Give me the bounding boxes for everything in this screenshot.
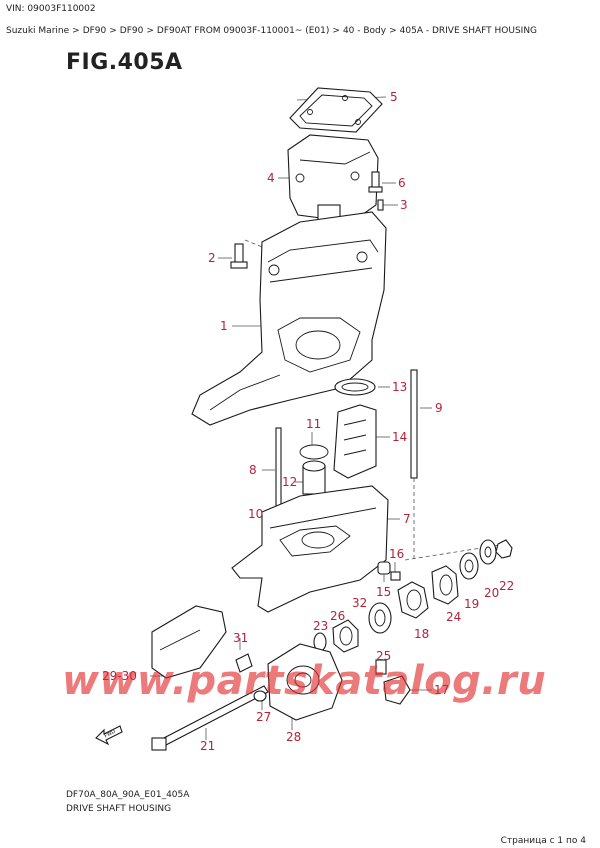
callout-label[interactable]: 1 bbox=[220, 319, 228, 333]
callout-label[interactable]: 21 bbox=[200, 739, 215, 753]
mount-part[interactable] bbox=[368, 602, 392, 634]
washer-part[interactable] bbox=[253, 690, 267, 702]
breadcrumb-separator: > bbox=[109, 26, 117, 36]
bolt-part[interactable] bbox=[368, 171, 383, 193]
figure-code: DF70A_80A_90A_E01_405A bbox=[66, 790, 190, 800]
seal-part[interactable] bbox=[334, 378, 376, 396]
callout-label[interactable]: 3 bbox=[400, 198, 408, 212]
mount-part[interactable] bbox=[383, 675, 411, 705]
callout-label[interactable]: 5 bbox=[390, 90, 398, 104]
lower-housing[interactable] bbox=[231, 485, 389, 613]
callout-label[interactable]: 25 bbox=[376, 649, 391, 663]
callout-label[interactable]: 23 bbox=[313, 619, 328, 633]
nut-part[interactable] bbox=[390, 571, 401, 581]
mount-rubber-part[interactable] bbox=[431, 565, 459, 605]
breadcrumb-item[interactable]: Suzuki Marine bbox=[6, 26, 70, 36]
callout-label[interactable]: 9 bbox=[435, 401, 443, 415]
callout-label[interactable]: 14 bbox=[392, 430, 407, 444]
callout-label[interactable]: 26 bbox=[330, 609, 345, 623]
breadcrumb-separator: > bbox=[389, 26, 397, 36]
callout-label[interactable]: 19 bbox=[464, 597, 479, 611]
callout-label[interactable]: 29-30 bbox=[102, 669, 137, 683]
callout-label[interactable]: 2 bbox=[208, 251, 216, 265]
gasket-part[interactable] bbox=[289, 87, 383, 133]
callout-label[interactable]: 16 bbox=[389, 547, 404, 561]
breadcrumb-separator: > bbox=[146, 26, 154, 36]
forward-arrow-icon: FWD bbox=[95, 725, 123, 746]
callout-label[interactable]: 7 bbox=[403, 512, 411, 526]
bolt-part[interactable] bbox=[230, 243, 248, 269]
callout-label[interactable]: 4 bbox=[267, 171, 275, 185]
washer-part[interactable] bbox=[479, 539, 497, 565]
through-bolt-part[interactable] bbox=[151, 685, 269, 751]
callout-label[interactable]: 12 bbox=[282, 475, 297, 489]
parts-diagram: FWD 5 4 6 3 2 1 13 9 11 14 8 12 10 7 16 … bbox=[95, 87, 514, 753]
breadcrumb-current: 405A - DRIVE SHAFT HOUSING bbox=[399, 26, 538, 36]
cover-plate-part[interactable] bbox=[333, 404, 377, 479]
callout-label[interactable]: 18 bbox=[414, 627, 429, 641]
breadcrumb-item[interactable]: DF90 bbox=[119, 26, 144, 36]
breadcrumb-item[interactable]: DF90AT FROM 09003F-110001~ (E01) bbox=[156, 26, 330, 36]
stud-part[interactable] bbox=[275, 427, 282, 507]
breadcrumb-separator: > bbox=[332, 26, 340, 36]
callout-label[interactable]: 6 bbox=[398, 176, 406, 190]
callout-label[interactable]: 24 bbox=[446, 610, 461, 624]
breadcrumb-item[interactable]: DF90 bbox=[82, 26, 107, 36]
callout-label[interactable]: 22 bbox=[499, 579, 514, 593]
forward-label: FWD bbox=[104, 729, 117, 740]
drive-shaft-housing[interactable] bbox=[191, 211, 387, 426]
callout-label[interactable]: 10 bbox=[248, 507, 263, 521]
callout-label[interactable]: 27 bbox=[256, 710, 271, 724]
callouts: 5 4 6 3 2 1 13 9 11 14 8 12 10 7 16 15 2… bbox=[102, 90, 514, 753]
nut-part[interactable] bbox=[495, 539, 513, 559]
bushing-part[interactable] bbox=[302, 460, 326, 495]
circlip-part[interactable] bbox=[299, 444, 329, 460]
bushing-part[interactable] bbox=[332, 619, 359, 653]
pagination: Страница с 1 по 4 bbox=[500, 836, 586, 846]
callout-label[interactable]: 28 bbox=[286, 730, 301, 744]
figure-description: DRIVE SHAFT HOUSING bbox=[66, 804, 172, 814]
breadcrumb-separator: > bbox=[72, 26, 80, 36]
callout-label[interactable]: 11 bbox=[306, 417, 321, 431]
pin-part[interactable] bbox=[377, 561, 391, 575]
stud-part[interactable] bbox=[410, 369, 418, 479]
breadcrumb: Suzuki Marine>DF90>DF90>DF90AT FROM 0900… bbox=[6, 26, 537, 36]
callout-label[interactable]: 15 bbox=[376, 585, 391, 599]
callout-label[interactable]: 20 bbox=[484, 586, 499, 600]
cover-part[interactable] bbox=[151, 605, 227, 679]
bolt-part[interactable] bbox=[235, 653, 253, 673]
figure-title: FIG.405A bbox=[66, 50, 183, 75]
watermark: www.partskatalog.ru bbox=[62, 658, 547, 704]
bracket-part[interactable] bbox=[267, 643, 343, 721]
callout-label[interactable]: 31 bbox=[233, 631, 248, 645]
callout-label[interactable]: 32 bbox=[352, 596, 367, 610]
vin-label: VIN: 09003F110002 bbox=[6, 4, 96, 14]
callout-label[interactable]: 8 bbox=[249, 463, 257, 477]
breadcrumb-item[interactable]: 40 - Body bbox=[342, 26, 387, 36]
washer-part[interactable] bbox=[459, 552, 479, 580]
pin-part[interactable] bbox=[375, 659, 387, 675]
callout-label[interactable]: 17 bbox=[434, 683, 449, 697]
mount-part[interactable] bbox=[397, 581, 429, 619]
callout-label[interactable]: 13 bbox=[392, 380, 407, 394]
pin-part[interactable] bbox=[377, 199, 384, 211]
